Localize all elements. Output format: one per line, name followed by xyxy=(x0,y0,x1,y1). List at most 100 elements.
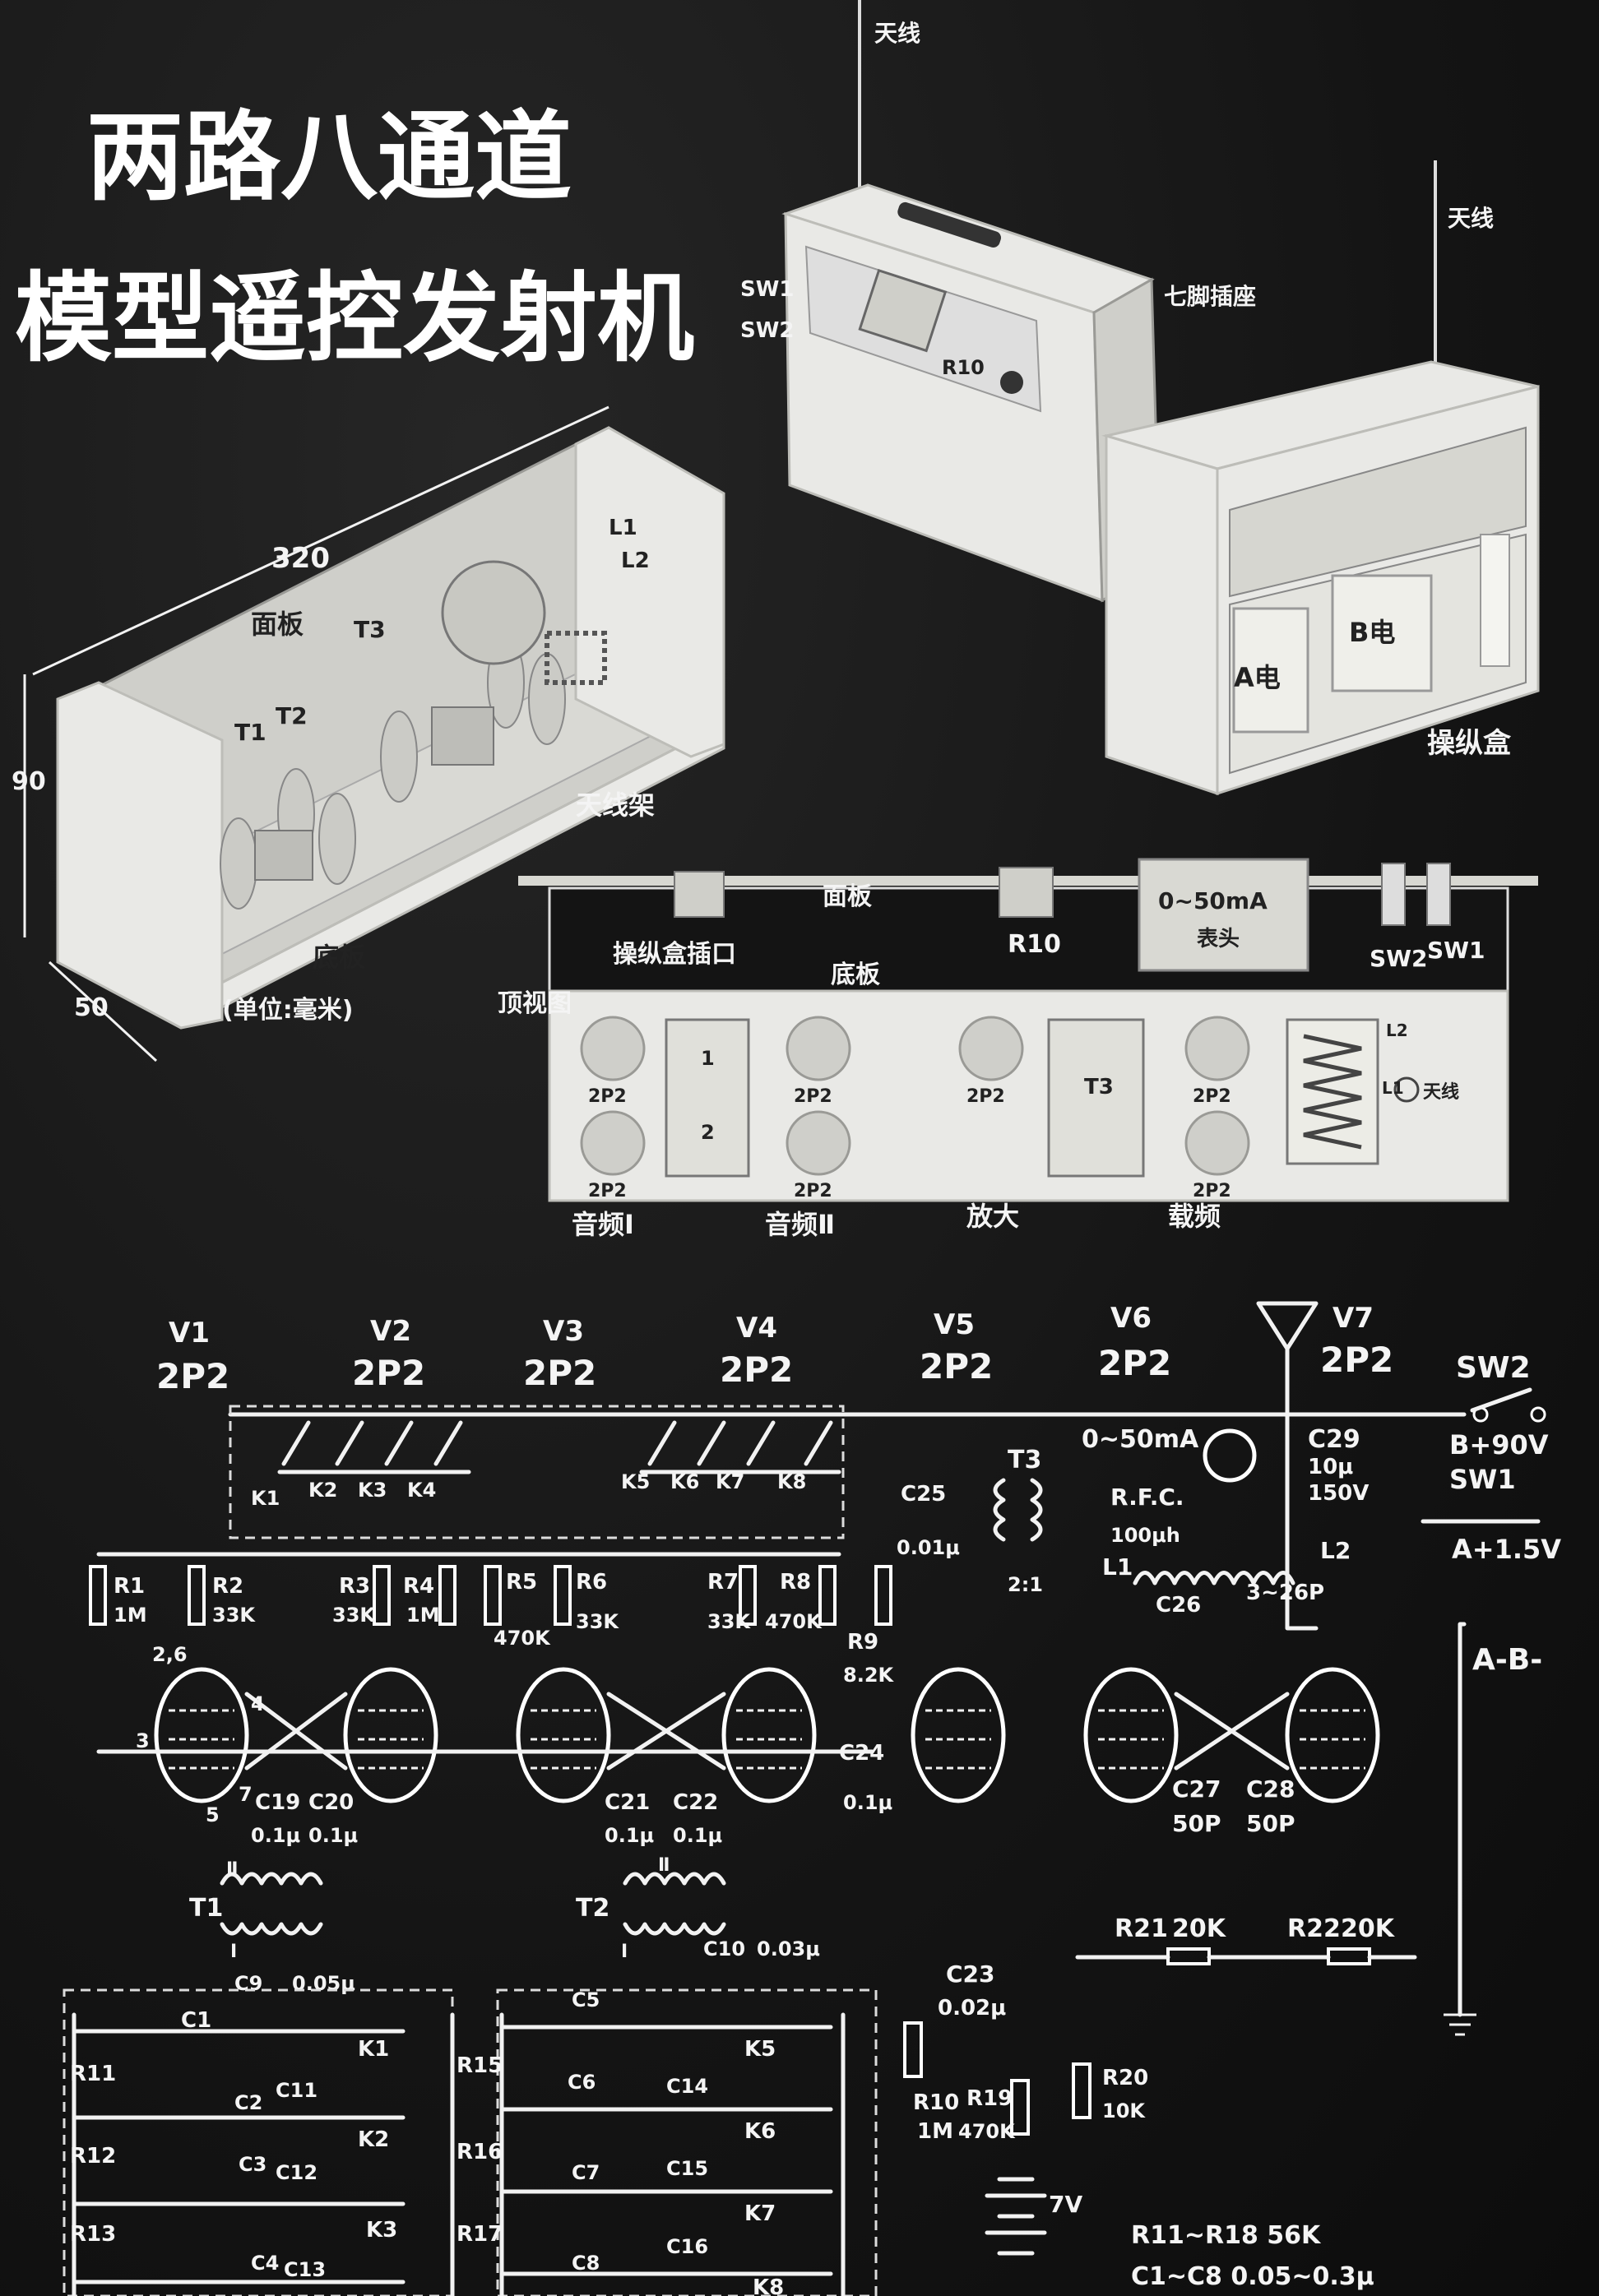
t3-ratio: 2:1 xyxy=(1008,1573,1043,1596)
transmitter-box-front: 天线 SW1 SW2 R10 七脚插座 xyxy=(740,0,1256,603)
top-view-label: 顶视图 xyxy=(498,989,572,1018)
chassis-t3-label: T3 xyxy=(354,616,386,643)
dim-height: 90 xyxy=(12,767,46,796)
c10-label: C10 xyxy=(703,1937,745,1960)
tube-symbols xyxy=(154,1667,1380,1803)
chassis-illustration: 320 90 50 面板 底板 天线架 (单位:毫米) T1 T2 T3 L1 … xyxy=(12,405,725,1062)
l2-label: L2 xyxy=(1320,1537,1351,1564)
tube-headers: V1 2P2 V2 2P2 V3 2P2 V4 2P2 V5 2P2 V6 2P… xyxy=(156,1302,1393,1396)
c29-label: C29 xyxy=(1308,1425,1360,1454)
top-l2-label: L2 xyxy=(1386,1021,1408,1040)
v1-type: 2P2 xyxy=(156,1356,229,1396)
unit-note: (单位:毫米) xyxy=(222,996,353,1025)
c20-value: 0.1μ xyxy=(308,1824,358,1847)
r20-value: 10K xyxy=(1102,2099,1146,2122)
section-audio-1: 音频Ⅰ xyxy=(572,1209,634,1240)
r15-label: R15 xyxy=(457,2053,503,2078)
c26-value: 3~26P xyxy=(1246,1581,1324,1605)
k5-bottom-label: K5 xyxy=(744,2037,776,2062)
c23-value: 0.02μ xyxy=(938,1996,1006,2021)
coupling-caps: C19 0.1μ C20 0.1μ C21 0.1μ C22 0.1μ C24 … xyxy=(251,1741,1295,1847)
r21-label: R21 xyxy=(1115,1914,1168,1943)
box-r10-label: R10 xyxy=(942,356,985,379)
t1-winding-II: Ⅱ xyxy=(226,1859,239,1880)
l1-label: L1 xyxy=(1102,1553,1133,1581)
c28-label: C28 xyxy=(1246,1775,1295,1803)
r8-label: R8 xyxy=(780,1570,811,1595)
top-t3-label: T3 xyxy=(1084,1075,1114,1099)
pin-label-5: 5 xyxy=(206,1803,220,1826)
v3-type: 2P2 xyxy=(523,1353,596,1393)
c9-value: 0.05μ xyxy=(292,1972,355,1995)
c19-label: C19 xyxy=(255,1790,300,1815)
c12-label: C12 xyxy=(276,2161,317,2184)
r6-label: R6 xyxy=(576,1570,607,1595)
r9-label: R9 xyxy=(847,1630,878,1655)
meter-label: 0~50mA xyxy=(1082,1425,1199,1454)
chassis-t2-label: T2 xyxy=(276,702,308,729)
meter-symbol xyxy=(1203,1428,1257,1483)
c22-value: 0.1μ xyxy=(673,1824,722,1847)
r6-value: 33K xyxy=(576,1610,619,1633)
battery-label: 7V xyxy=(1049,2191,1082,2218)
c27-value: 50P xyxy=(1172,1810,1221,1837)
c11-label: C11 xyxy=(276,2079,317,2102)
c22-label: C22 xyxy=(673,1790,718,1815)
section-carrier: 载频 xyxy=(1168,1201,1221,1232)
c25-value: 0.01μ xyxy=(897,1536,960,1559)
k7-bottom-label: K7 xyxy=(744,2201,776,2226)
c24-label: C24 xyxy=(839,1741,884,1766)
control-box-label: 操纵盒 xyxy=(1427,727,1512,760)
c21-value: 0.1μ xyxy=(605,1824,654,1847)
r19-label: R19 xyxy=(966,2086,1013,2111)
r5-value: 470K xyxy=(494,1627,551,1650)
rfc-label: R.F.C. xyxy=(1110,1484,1184,1511)
r5-label: R5 xyxy=(506,1570,537,1595)
pin-label-26: 2,6 xyxy=(152,1643,188,1666)
r9-value: 8.2K xyxy=(843,1664,895,1687)
c20-label: C20 xyxy=(308,1790,354,1815)
battery-symbol xyxy=(985,2177,1047,2256)
c8-label: C8 xyxy=(572,2252,600,2275)
v5-id: V5 xyxy=(934,1308,975,1341)
c9-label: C9 xyxy=(234,1972,262,1995)
v2-type: 2P2 xyxy=(352,1353,425,1393)
v3-id: V3 xyxy=(543,1315,584,1348)
c10-value: 0.03μ xyxy=(757,1937,820,1960)
socket-label: 七脚插座 xyxy=(1164,283,1256,310)
r12-label: R12 xyxy=(70,2144,116,2169)
r16-label: R16 xyxy=(457,2140,503,2164)
top-tube-label-2: 2P2 xyxy=(588,1181,627,1201)
section-audio-2: 音频Ⅱ xyxy=(765,1209,835,1240)
r22-label: R22 xyxy=(1287,1914,1341,1943)
c29-value1: 10μ xyxy=(1308,1455,1353,1479)
c29-value2: 150V xyxy=(1308,1481,1369,1506)
chassis-base-label: 底板 xyxy=(313,942,365,973)
c27-label: C27 xyxy=(1172,1775,1221,1803)
t3-label: T3 xyxy=(1008,1446,1041,1474)
k8-bottom-label: K8 xyxy=(753,2275,784,2296)
antenna-label-2: 天线 xyxy=(1448,205,1494,232)
c15-label: C15 xyxy=(666,2157,708,2180)
t3-symbol xyxy=(993,1478,1043,1542)
r20-label: R20 xyxy=(1102,2066,1148,2090)
r2-label: R2 xyxy=(212,1574,243,1599)
top-tube-label-6: 2P2 xyxy=(1193,1086,1231,1107)
k6-label: K6 xyxy=(670,1470,699,1493)
top-antenna-label: 天线 xyxy=(1423,1081,1459,1103)
a-plus-label: A+1.5V xyxy=(1452,1534,1561,1565)
k8-label: K8 xyxy=(777,1470,806,1493)
note-c1-c8: C1~C8 0.05~0.3μ xyxy=(1131,2262,1374,2291)
c14-label: C14 xyxy=(666,2075,708,2098)
r10-label: R10 xyxy=(913,2090,959,2115)
t1-winding-I: Ⅰ xyxy=(230,1942,237,1962)
t1-label: T1 xyxy=(189,1894,223,1923)
box-sw2-label: SW2 xyxy=(740,318,795,343)
chassis-t1-label: T1 xyxy=(234,719,266,746)
top-tube-label-3: 2P2 xyxy=(794,1086,832,1107)
tuning-network-mid: C5 C6 C7 C8 C14 C15 C16 R15 R16 R17 K5 K… xyxy=(457,1988,878,2296)
rfc-value: 100μh xyxy=(1110,1524,1180,1547)
v2-id: V2 xyxy=(370,1315,411,1348)
k6-bottom-label: K6 xyxy=(744,2119,776,2144)
